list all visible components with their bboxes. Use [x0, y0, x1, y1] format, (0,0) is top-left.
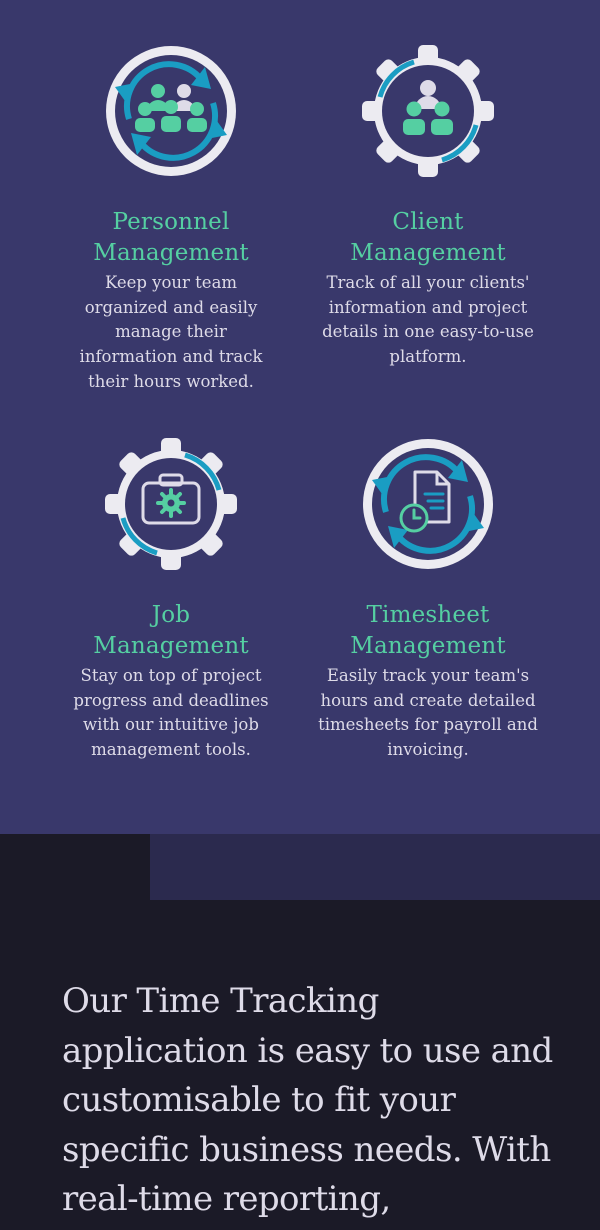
feature-timesheet-management: Timesheet Management Easily track your t…	[303, 438, 553, 763]
feature-personnel-management: Personnel Management Keep your team orga…	[46, 45, 296, 395]
feature-title: Client Management	[350, 209, 506, 266]
client-gear-icon	[362, 45, 494, 177]
feature-description: Keep your team organized and easily mana…	[79, 273, 263, 391]
briefcase-gear-icon	[105, 438, 237, 570]
feature-client-management: Client Management Track of all your clie…	[303, 45, 553, 370]
feature-title: Personnel Management	[93, 209, 249, 266]
feature-description: Stay on top of project progress and dead…	[73, 666, 269, 760]
feature-description: Easily track your team's hours and creat…	[318, 666, 538, 760]
feature-job-management: Job Management Stay on top of project pr…	[46, 438, 296, 763]
section-divider-block	[150, 834, 600, 900]
features-section: Personnel Management Keep your team orga…	[0, 0, 600, 834]
team-cycle-icon	[105, 45, 237, 177]
feature-description: Track of all your clients' information a…	[322, 273, 534, 367]
feature-title: Timesheet Management	[350, 602, 506, 659]
feature-title: Job Management	[93, 602, 249, 659]
intro-paragraph: Our Time Tracking application is easy to…	[62, 981, 553, 1219]
timesheet-cycle-icon	[362, 438, 494, 570]
